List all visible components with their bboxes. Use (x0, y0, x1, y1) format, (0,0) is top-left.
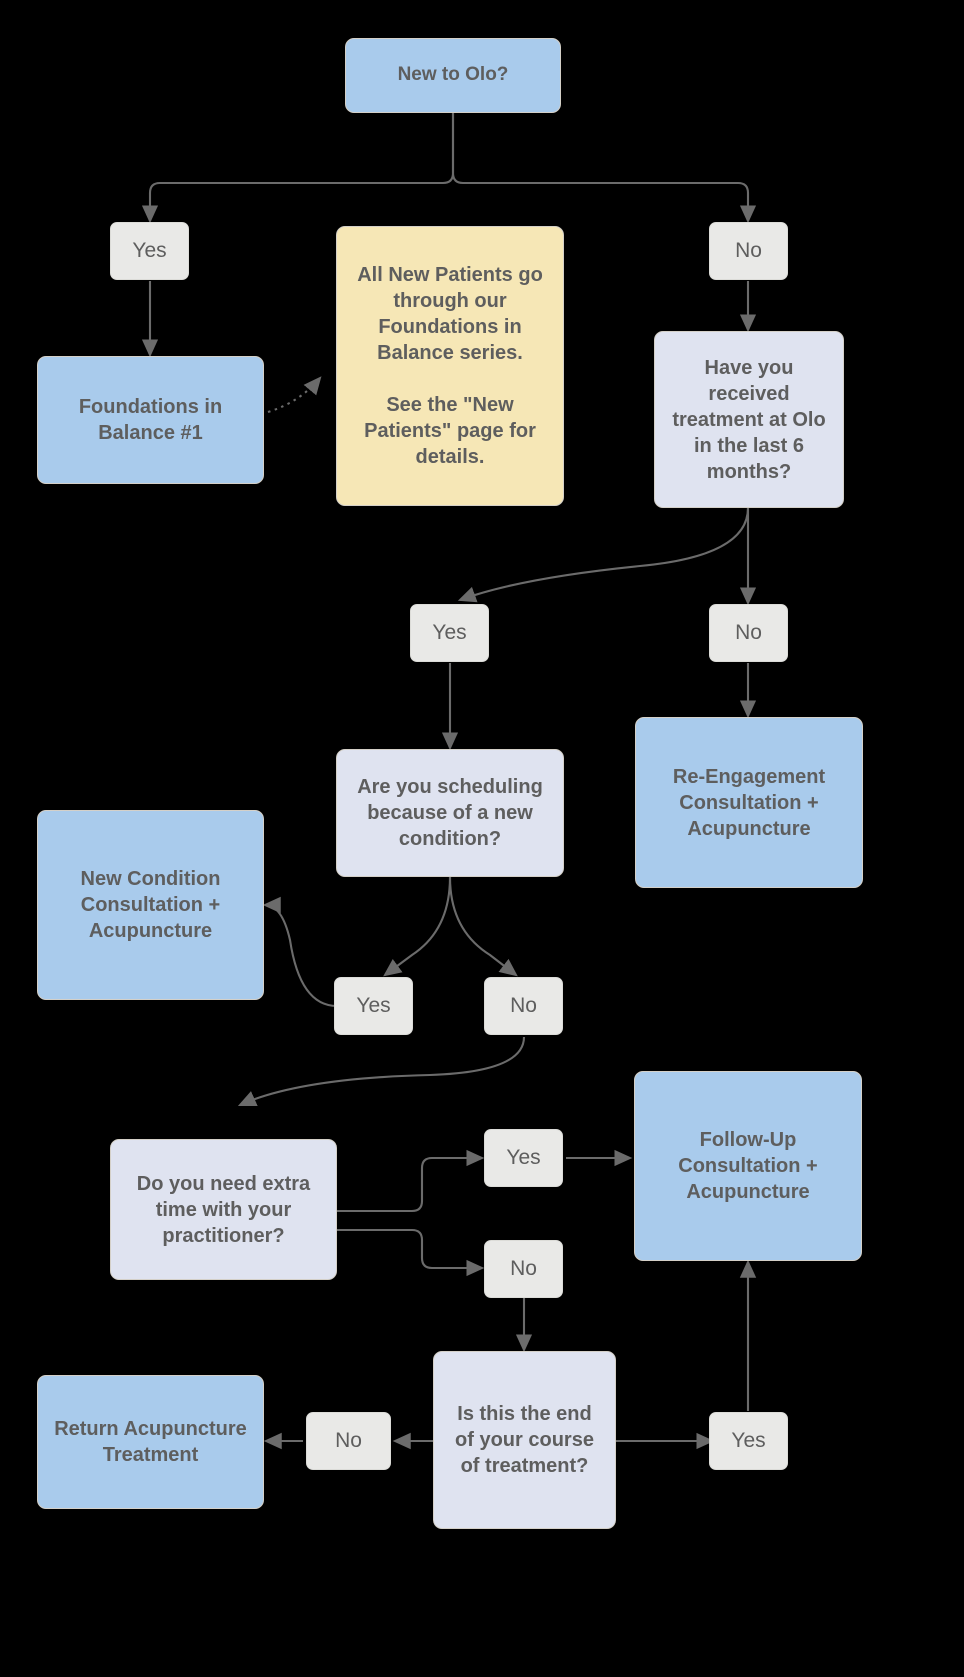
edge-paths (141, 113, 757, 1450)
node-re-engagement-consultation[interactable]: Re-Engagement Consultation + Acupuncture (635, 717, 863, 888)
label-yes-end-of-course[interactable]: Yes (709, 1412, 788, 1470)
node-new-patients-note: All New Patients go through our Foundati… (336, 226, 564, 506)
label-no-end-of-course[interactable]: No (306, 1412, 391, 1470)
edge-treatment-yes (457, 507, 750, 603)
edge-root-yes (141, 113, 455, 224)
edge-newcond-no (448, 876, 518, 977)
node-new-condition-consultation[interactable]: New Condition Consultation + Acupuncture (37, 810, 264, 1000)
node-decision-new-condition[interactable]: Are you scheduling because of a new cond… (336, 749, 564, 877)
node-return-acupuncture-treatment[interactable]: Return Acupuncture Treatment (37, 1375, 264, 1509)
node-decision-extra-time[interactable]: Do you need extra time with your practit… (110, 1139, 337, 1280)
node-new-to-olo[interactable]: New to Olo? (345, 38, 561, 113)
label-yes-received-treatment[interactable]: Yes (410, 604, 489, 662)
label-no-new-to-olo[interactable]: No (709, 222, 788, 280)
label-no-received-treatment[interactable]: No (709, 604, 788, 662)
node-follow-up-consultation[interactable]: Follow-Up Consultation + Acupuncture (634, 1071, 862, 1261)
edge-foundations-note-dotted (267, 376, 322, 414)
node-decision-end-of-course[interactable]: Is this the end of your course of treatm… (433, 1351, 616, 1529)
label-no-new-condition[interactable]: No (484, 977, 563, 1035)
edge-no-extratime (237, 1036, 526, 1107)
label-yes-new-condition[interactable]: Yes (334, 977, 413, 1035)
edge-root-no (451, 113, 757, 224)
label-yes-extra-time[interactable]: Yes (484, 1129, 563, 1187)
edge-newcond-yes (383, 876, 452, 977)
label-no-extra-time[interactable]: No (484, 1240, 563, 1298)
edge-extratime-yes (337, 1149, 485, 1213)
node-foundations-in-balance-1[interactable]: Foundations in Balance #1 (37, 356, 264, 484)
node-decision-received-treatment[interactable]: Have you received treatment at Olo in th… (654, 331, 844, 508)
label-yes-new-to-olo[interactable]: Yes (110, 222, 189, 280)
edge-yes-newcondition-box (262, 896, 338, 1008)
edge-extratime-no (337, 1228, 485, 1277)
